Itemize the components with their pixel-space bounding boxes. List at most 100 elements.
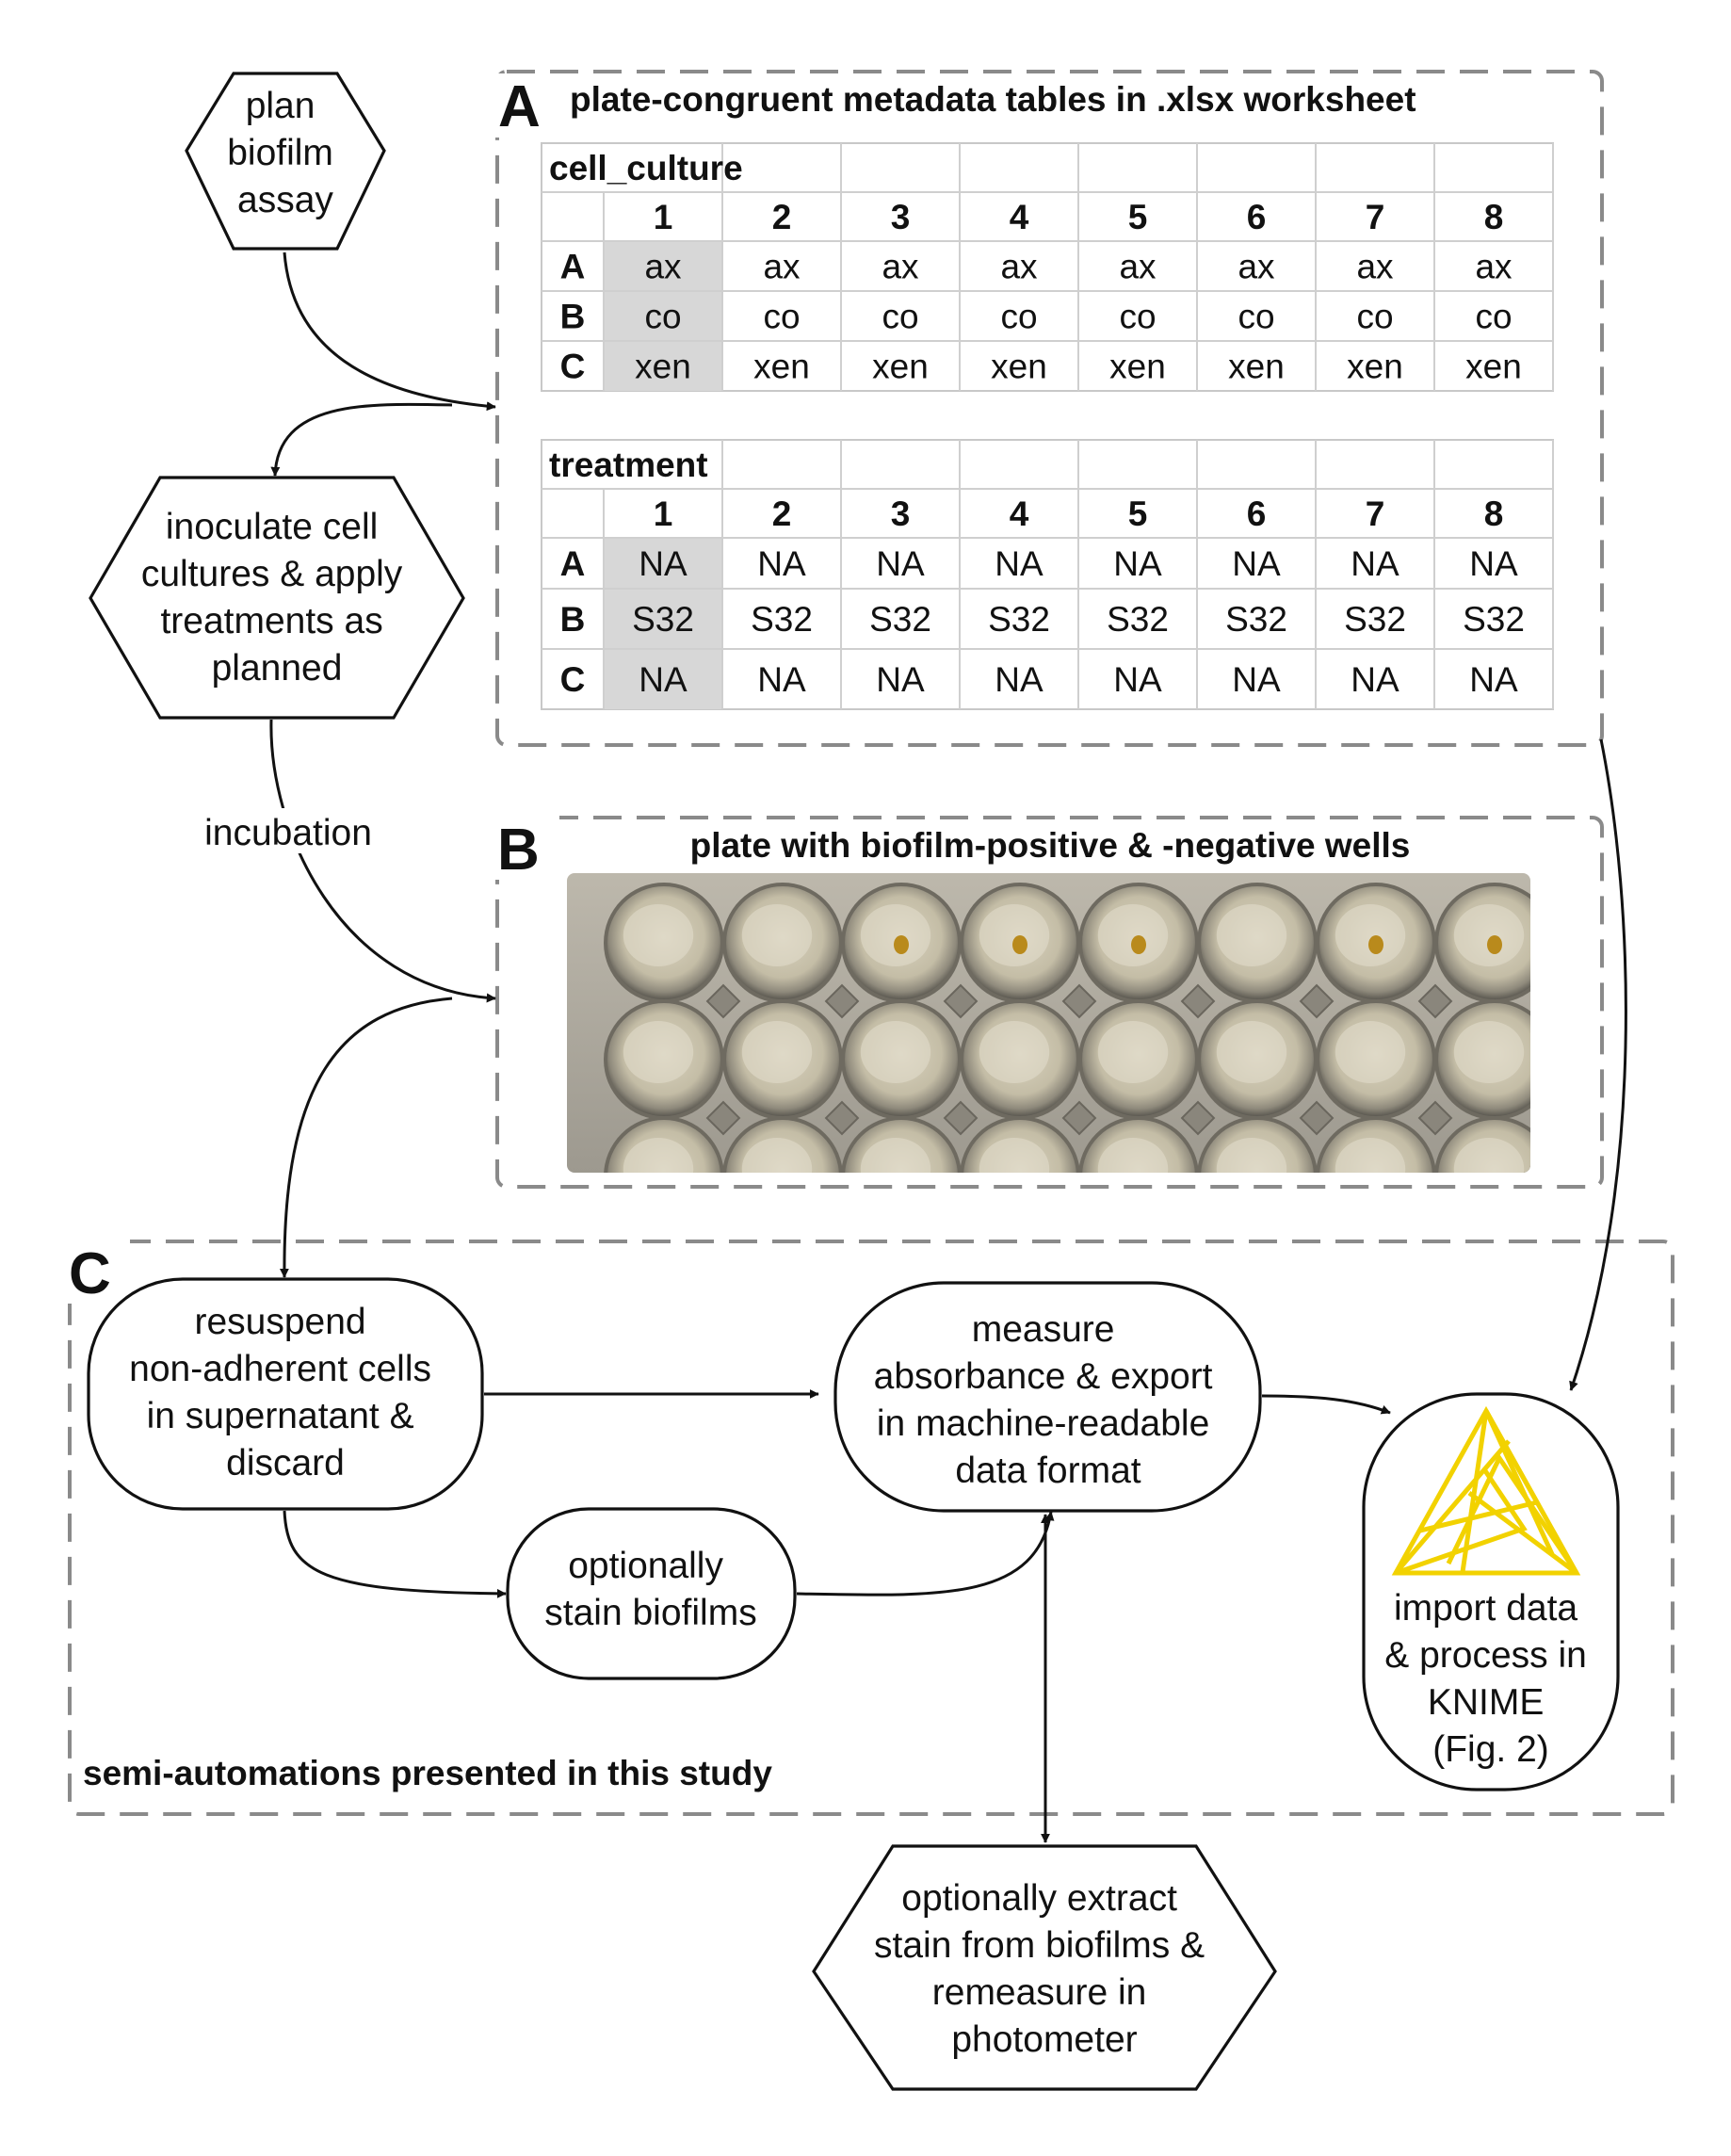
table-cell[interactable]: co <box>1119 298 1156 336</box>
table-cell[interactable]: ax <box>1238 248 1275 286</box>
table-cell[interactable]: ax <box>882 248 919 286</box>
row-header: B <box>560 600 586 639</box>
column-header: 2 <box>772 494 792 533</box>
column-header: 1 <box>654 198 673 236</box>
measure-shape <box>833 1281 1262 1513</box>
column-header: 3 <box>891 494 911 533</box>
column-header: 4 <box>1010 494 1029 533</box>
table-cell[interactable]: xen <box>1228 348 1285 386</box>
edge-tables-to-inoculate <box>270 402 453 477</box>
plate-well <box>1197 999 1318 1120</box>
table-cell[interactable]: co <box>1356 298 1393 336</box>
table-cell[interactable]: S32 <box>1463 600 1525 639</box>
selected-cells[interactable] <box>604 538 722 709</box>
plate-well <box>960 883 1080 1003</box>
table-cell[interactable]: S32 <box>1344 600 1406 639</box>
table-cell[interactable]: NA <box>1351 544 1399 583</box>
table-cell[interactable]: co <box>882 298 918 336</box>
panel-b-border <box>495 816 1604 1189</box>
table-cell[interactable]: S32 <box>869 600 931 639</box>
table-cell[interactable]: NA <box>1232 544 1281 583</box>
plate-well <box>841 1116 962 1173</box>
table-cell[interactable]: S32 <box>751 600 813 639</box>
table-cell[interactable]: ax <box>1475 248 1513 286</box>
table-cell[interactable]: ax <box>1119 248 1157 286</box>
table-cell[interactable]: NA <box>1469 544 1518 583</box>
plate-spacer <box>1180 1100 1216 1136</box>
table-cell[interactable]: NA <box>1351 660 1399 699</box>
column-header: 5 <box>1128 494 1148 533</box>
table-cell[interactable]: NA <box>876 544 925 583</box>
plate-well <box>604 999 724 1120</box>
column-header: 7 <box>1366 198 1385 236</box>
column-header: 1 <box>654 494 673 533</box>
table-cell[interactable]: NA <box>757 660 806 699</box>
plate-well <box>960 999 1080 1120</box>
panel-c-letter: C <box>69 1241 111 1306</box>
table-cell[interactable]: NA <box>1469 660 1518 699</box>
plate-well <box>1316 999 1436 1120</box>
table-cell[interactable]: co <box>1238 298 1274 336</box>
table-cell[interactable]: xen <box>991 348 1047 386</box>
row-header: C <box>560 660 586 699</box>
table-cell[interactable]: S32 <box>1107 600 1169 639</box>
plate-well <box>1197 1116 1318 1173</box>
plate-well <box>1434 1116 1530 1173</box>
plate-spacer <box>705 983 741 1019</box>
table-cell[interactable]: co <box>1475 298 1512 336</box>
plate-well <box>1316 883 1436 1003</box>
selected-cells[interactable] <box>604 241 722 391</box>
table-cell[interactable]: ax <box>763 248 801 286</box>
table-cell[interactable]: co <box>644 298 681 336</box>
panel-a: A plate-congruent metadata tables in .xl… <box>493 70 1604 747</box>
table-cell[interactable]: S32 <box>1225 600 1287 639</box>
table-cell[interactable]: xen <box>753 348 810 386</box>
knime-shape <box>1362 1392 1620 1791</box>
plate-spacer <box>1417 983 1453 1019</box>
plate-well <box>960 1116 1080 1173</box>
plate-spacer <box>1417 1100 1453 1136</box>
table-cell[interactable]: xen <box>872 348 929 386</box>
column-header: 5 <box>1128 198 1148 236</box>
table-cell[interactable]: S32 <box>988 600 1050 639</box>
table-cell[interactable]: S32 <box>632 600 694 639</box>
table-cell[interactable]: NA <box>995 660 1043 699</box>
table-cell[interactable]: NA <box>876 660 925 699</box>
table-cell[interactable]: ax <box>1356 248 1394 286</box>
plate-spacer <box>1061 983 1097 1019</box>
table-cell[interactable]: NA <box>1113 544 1162 583</box>
table-cell[interactable]: ax <box>1000 248 1038 286</box>
panel-b-title: plate with biofilm-positive & -negative … <box>690 826 1411 865</box>
edge-label-incubation: incubation <box>204 813 372 853</box>
panel-b-letter: B <box>497 818 540 883</box>
table-cell[interactable]: NA <box>1232 660 1281 699</box>
plate-spacer <box>824 983 860 1019</box>
node-stain: optionally stain biofilms <box>506 1507 797 1680</box>
table-cell[interactable]: NA <box>757 544 806 583</box>
table-cell[interactable]: xen <box>635 348 691 386</box>
table-cell[interactable]: NA <box>639 544 688 583</box>
table-cell[interactable]: ax <box>644 248 682 286</box>
table-cell[interactable]: NA <box>995 544 1043 583</box>
plate-well <box>722 999 843 1120</box>
edge-inoculate-to-plate <box>269 719 496 1003</box>
table-cell[interactable]: xen <box>1347 348 1403 386</box>
measure-text: measure absorbance & export in machine-r… <box>874 1309 1223 1491</box>
table-cell[interactable]: co <box>1000 298 1037 336</box>
panel-b: B plate with biofilm-positive & -negativ… <box>493 816 1604 1189</box>
node-resuspend: resuspend non-adherent cells in supernat… <box>87 1277 484 1511</box>
panel-a-border <box>495 70 1604 747</box>
table-cell[interactable]: xen <box>1465 348 1522 386</box>
edge-stain-to-measure <box>796 1511 1055 1597</box>
table-cell[interactable]: co <box>763 298 800 336</box>
column-header: 8 <box>1484 494 1504 533</box>
plate-spacer <box>1180 983 1216 1019</box>
plate-spacer <box>1061 1100 1097 1136</box>
plate-well <box>604 883 724 1003</box>
column-header: 6 <box>1247 494 1267 533</box>
table-cell[interactable]: NA <box>639 660 688 699</box>
table-cell[interactable]: NA <box>1113 660 1162 699</box>
table-cell[interactable]: xen <box>1109 348 1166 386</box>
